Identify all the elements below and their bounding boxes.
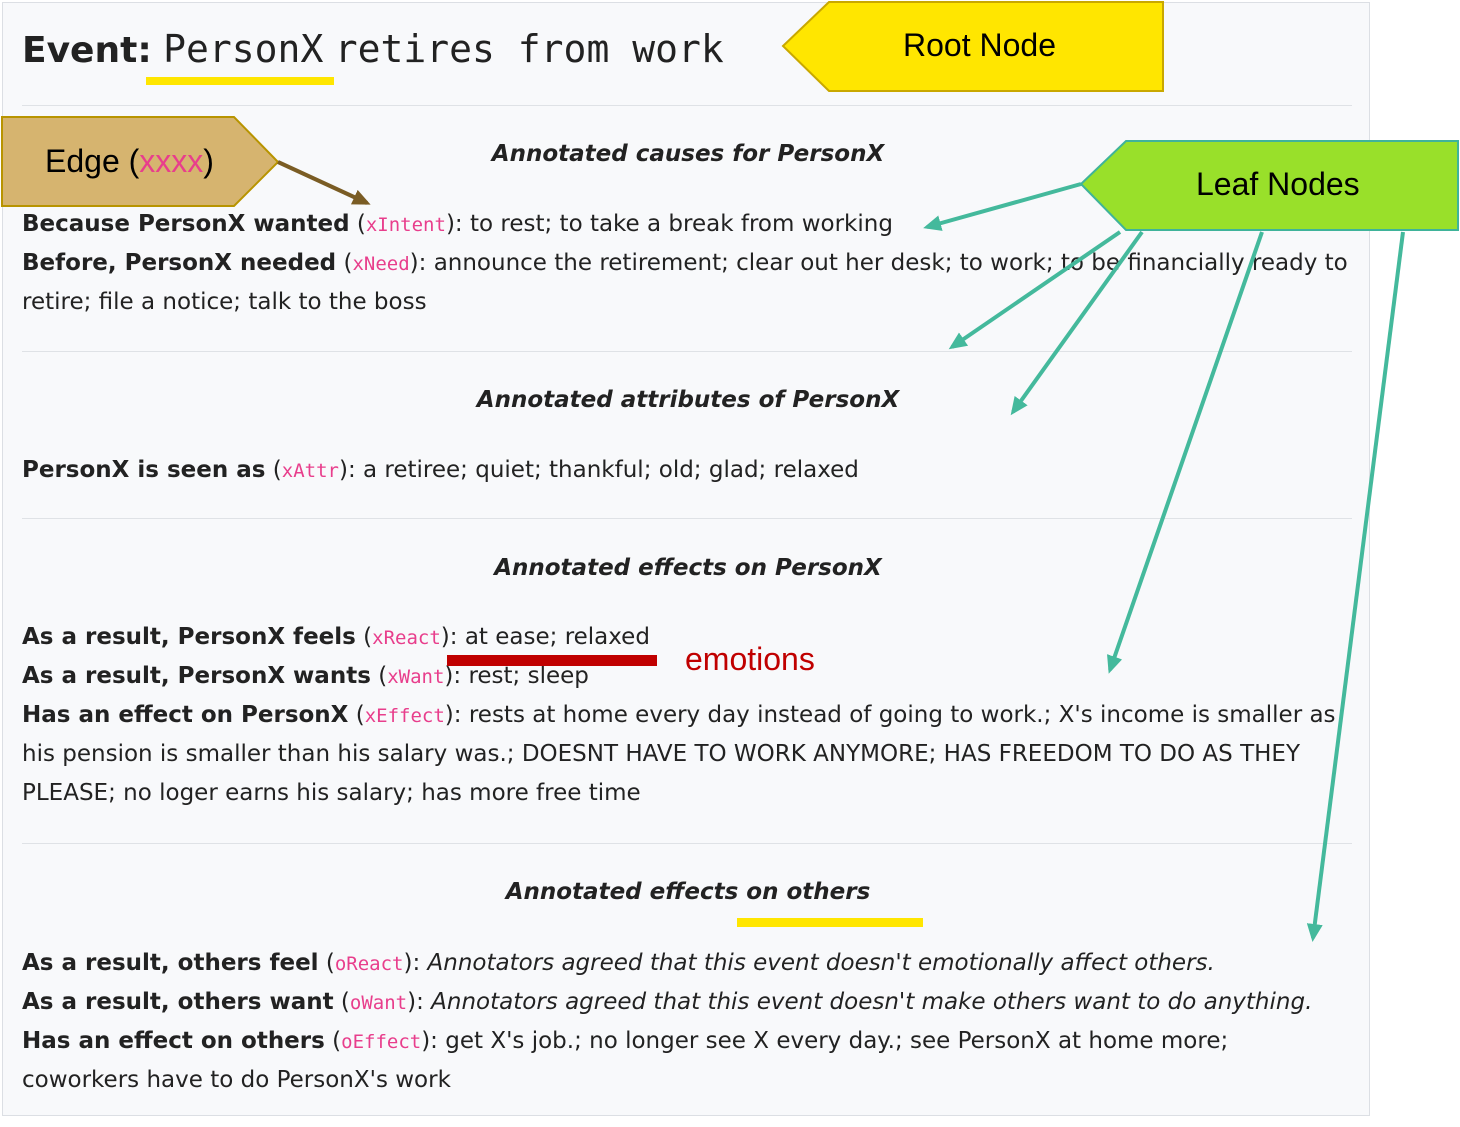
xintent-lead: Because PersonX wanted	[22, 211, 350, 237]
others-highlight	[737, 918, 923, 927]
emotions-label: emotions	[685, 641, 815, 677]
event-text: retires from work	[334, 27, 724, 71]
oreact-value: Annotators agreed that this event doesn'…	[427, 950, 1215, 976]
event-subject: PersonX	[163, 27, 324, 71]
root-node-label: Root Node	[903, 27, 1056, 63]
xreact-code: xReact	[372, 627, 441, 649]
xwant-code: xWant	[387, 666, 445, 688]
xneed-row: Before, PersonX needed (xNeed): announce…	[22, 250, 1348, 276]
oreact-row: As a result, others feel (oReact): Annot…	[22, 950, 1215, 976]
xeffect-code: xEffect	[364, 705, 445, 727]
divider	[22, 351, 1352, 352]
xattr-value: a retiree; quiet; thankful; old; glad; r…	[363, 457, 859, 483]
xreact-row: As a result, PersonX feels (xReact): at …	[22, 624, 650, 650]
oeffect-value: get X's job.; no longer see X every day.…	[445, 1028, 1229, 1054]
event-label: Event:	[22, 30, 152, 71]
oeffect-code: oEffect	[341, 1031, 422, 1053]
attributes-heading: Annotated attributes of PersonX	[476, 387, 900, 413]
edge-label-code: xxxx	[139, 143, 204, 179]
root-node-callout	[781, 1, 1164, 92]
subject-highlight	[146, 77, 334, 85]
divider	[22, 843, 1352, 844]
xeffect-row: Has an effect on PersonX (xEffect): rest…	[22, 702, 1336, 728]
oreact-code: oReact	[334, 953, 404, 975]
oeffect-row-cont: coworkers have to do PersonX's work	[22, 1067, 451, 1093]
xneed-code: xNeed	[352, 253, 410, 275]
xneed-row-cont: retire; file a notice; talk to the boss	[22, 289, 427, 315]
xwant-lead: As a result, PersonX wants	[22, 663, 371, 689]
xattr-row: PersonX is seen as (xAttr): a retiree; q…	[22, 457, 859, 483]
xreact-value: at ease; relaxed	[464, 624, 650, 650]
edge-label-close: )	[203, 143, 214, 179]
leaf-arrow-effects-others	[1306, 231, 1405, 942]
xintent-row: Because PersonX wanted (xIntent): to res…	[22, 211, 893, 237]
event-title: Event: PersonX retires from work	[22, 24, 724, 76]
oreact-lead: As a result, others feel	[22, 950, 319, 976]
xeffect-row-cont: his pension is smaller than his salary w…	[22, 741, 1301, 767]
divider	[22, 105, 1352, 106]
xattr-code: xAttr	[281, 460, 339, 482]
leaf-arrow-xattr	[1010, 230, 1144, 416]
emotions-bar	[447, 655, 657, 666]
oeffect-row: Has an effect on others (oEffect): get X…	[22, 1028, 1229, 1054]
owant-value: Annotators agreed that this event doesn'…	[431, 989, 1313, 1015]
leaf-arrow-xneed	[948, 230, 1122, 350]
edge-arrow	[277, 160, 371, 205]
xintent-code: xIntent	[365, 214, 446, 236]
edge-label: Edge (xxxx)	[45, 143, 214, 180]
xintent-value: to rest; to take a break from working	[469, 211, 893, 237]
xeffect-row-cont: PLEASE; no loger earns his salary; has m…	[22, 780, 641, 806]
owant-row: As a result, others want (oWant): Annota…	[22, 989, 1313, 1015]
owant-lead: As a result, others want	[22, 989, 334, 1015]
xattr-lead: PersonX is seen as	[22, 457, 266, 483]
causes-heading: Annotated causes for PersonX	[491, 141, 885, 167]
xneed-lead: Before, PersonX needed	[22, 250, 337, 276]
leaf-arrow-xintent	[923, 182, 1082, 231]
owant-code: oWant	[349, 992, 408, 1014]
xeffect-value: rests at home every day instead of going…	[468, 702, 1336, 728]
divider	[22, 518, 1352, 519]
xreact-lead: As a result, PersonX feels	[22, 624, 356, 650]
effects-x-heading: Annotated effects on PersonX	[494, 555, 882, 581]
leaf-nodes-callout	[1079, 140, 1459, 231]
xeffect-lead: Has an effect on PersonX	[22, 702, 349, 728]
oeffect-lead: Has an effect on others	[22, 1028, 325, 1054]
edge-callout	[1, 116, 280, 207]
leaf-arrow-effects-x	[1107, 231, 1264, 674]
xneed-value: announce the retirement; clear out her d…	[433, 250, 1348, 276]
effects-others-heading: Annotated effects on others	[505, 879, 871, 905]
xwant-value: rest; sleep	[468, 663, 589, 689]
edge-label-text: Edge (	[45, 143, 140, 179]
leaf-nodes-label: Leaf Nodes	[1196, 166, 1360, 202]
xwant-row: As a result, PersonX wants (xWant): rest…	[22, 663, 589, 689]
